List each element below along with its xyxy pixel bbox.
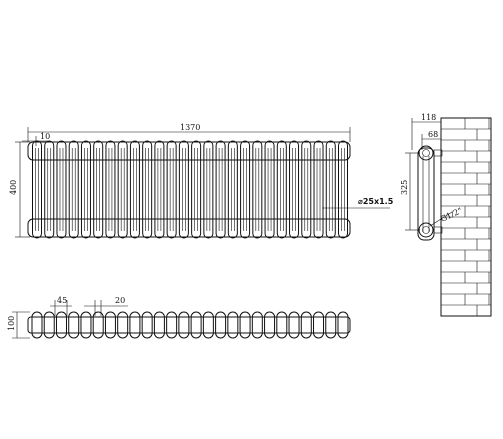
top-view-column bbox=[325, 311, 337, 339]
front-column bbox=[178, 140, 189, 239]
top-view-column bbox=[300, 311, 312, 339]
bottom-header-bar bbox=[27, 218, 351, 238]
front-columns bbox=[32, 140, 348, 239]
front-column bbox=[227, 140, 238, 239]
front-column bbox=[68, 140, 79, 239]
front-column bbox=[56, 140, 67, 239]
front-column bbox=[80, 140, 91, 239]
front-column bbox=[252, 140, 263, 239]
top-view-column bbox=[178, 311, 190, 339]
gap-label: 20 bbox=[115, 296, 125, 305]
front-column bbox=[166, 140, 177, 239]
front-column bbox=[117, 140, 128, 239]
top-view-column bbox=[104, 311, 116, 339]
top-view-column bbox=[55, 311, 67, 339]
front-column bbox=[301, 140, 312, 239]
top-view-column bbox=[141, 311, 153, 339]
side-column-body bbox=[417, 147, 435, 241]
top-view-column bbox=[31, 311, 43, 339]
thread-leader bbox=[429, 211, 453, 227]
front-column bbox=[313, 140, 324, 239]
top-view-column bbox=[92, 311, 104, 339]
front-column bbox=[191, 140, 202, 239]
front-column bbox=[105, 140, 116, 239]
front-view: 1370 10 400 ⌀25x1.5 bbox=[9, 123, 394, 239]
offset-label: 10 bbox=[40, 132, 50, 141]
top-columns bbox=[27, 311, 351, 339]
top-view-column bbox=[68, 311, 80, 339]
top-view-column bbox=[239, 311, 251, 339]
top-view-column bbox=[264, 311, 276, 339]
front-column bbox=[44, 140, 55, 239]
brick-wall bbox=[440, 117, 492, 317]
thread-label: G1/2" bbox=[439, 206, 464, 224]
top-view-column bbox=[190, 311, 202, 339]
top-view: 100 45 20 bbox=[7, 296, 351, 339]
pipe-label: ⌀25x1.5 bbox=[358, 197, 394, 206]
top-view-column bbox=[166, 311, 178, 339]
front-column bbox=[154, 140, 165, 239]
top-bracket bbox=[433, 149, 443, 157]
front-column bbox=[32, 140, 42, 239]
front-column bbox=[338, 140, 348, 239]
front-column bbox=[240, 140, 251, 239]
width-label: 1370 bbox=[180, 123, 200, 132]
bottom-bracket bbox=[433, 226, 443, 234]
front-column bbox=[276, 140, 287, 239]
top-connection-inner bbox=[422, 149, 430, 157]
colwidth-label: 45 bbox=[57, 296, 67, 305]
top-view-column bbox=[337, 311, 349, 339]
depth-label: 100 bbox=[7, 316, 16, 331]
front-column bbox=[93, 140, 104, 239]
top-view-column bbox=[288, 311, 300, 339]
front-column bbox=[264, 140, 275, 239]
top-view-column bbox=[43, 311, 55, 339]
top-view-column bbox=[227, 311, 239, 339]
top-view-column bbox=[80, 311, 92, 339]
top-view-column bbox=[276, 311, 288, 339]
wall-offset-label: 118 bbox=[421, 113, 436, 122]
side-view: 118 68 325 G1/2" bbox=[400, 113, 492, 317]
top-view-column bbox=[251, 311, 263, 339]
top-view-column bbox=[202, 311, 214, 339]
front-column bbox=[215, 140, 226, 239]
front-column bbox=[203, 140, 214, 239]
top-view-column bbox=[313, 311, 325, 339]
top-view-column bbox=[215, 311, 227, 339]
height-label: 400 bbox=[9, 180, 18, 195]
coldepth-label: 68 bbox=[428, 130, 438, 139]
front-column bbox=[129, 140, 140, 239]
centers-label: 325 bbox=[400, 180, 409, 195]
top-header-bar bbox=[27, 141, 351, 161]
bottom-connection-inner bbox=[422, 226, 430, 234]
top-view-column bbox=[117, 311, 129, 339]
front-column bbox=[142, 140, 153, 239]
top-view-column bbox=[153, 311, 165, 339]
top-view-column bbox=[129, 311, 141, 339]
front-column bbox=[325, 140, 336, 239]
front-column bbox=[289, 140, 300, 239]
